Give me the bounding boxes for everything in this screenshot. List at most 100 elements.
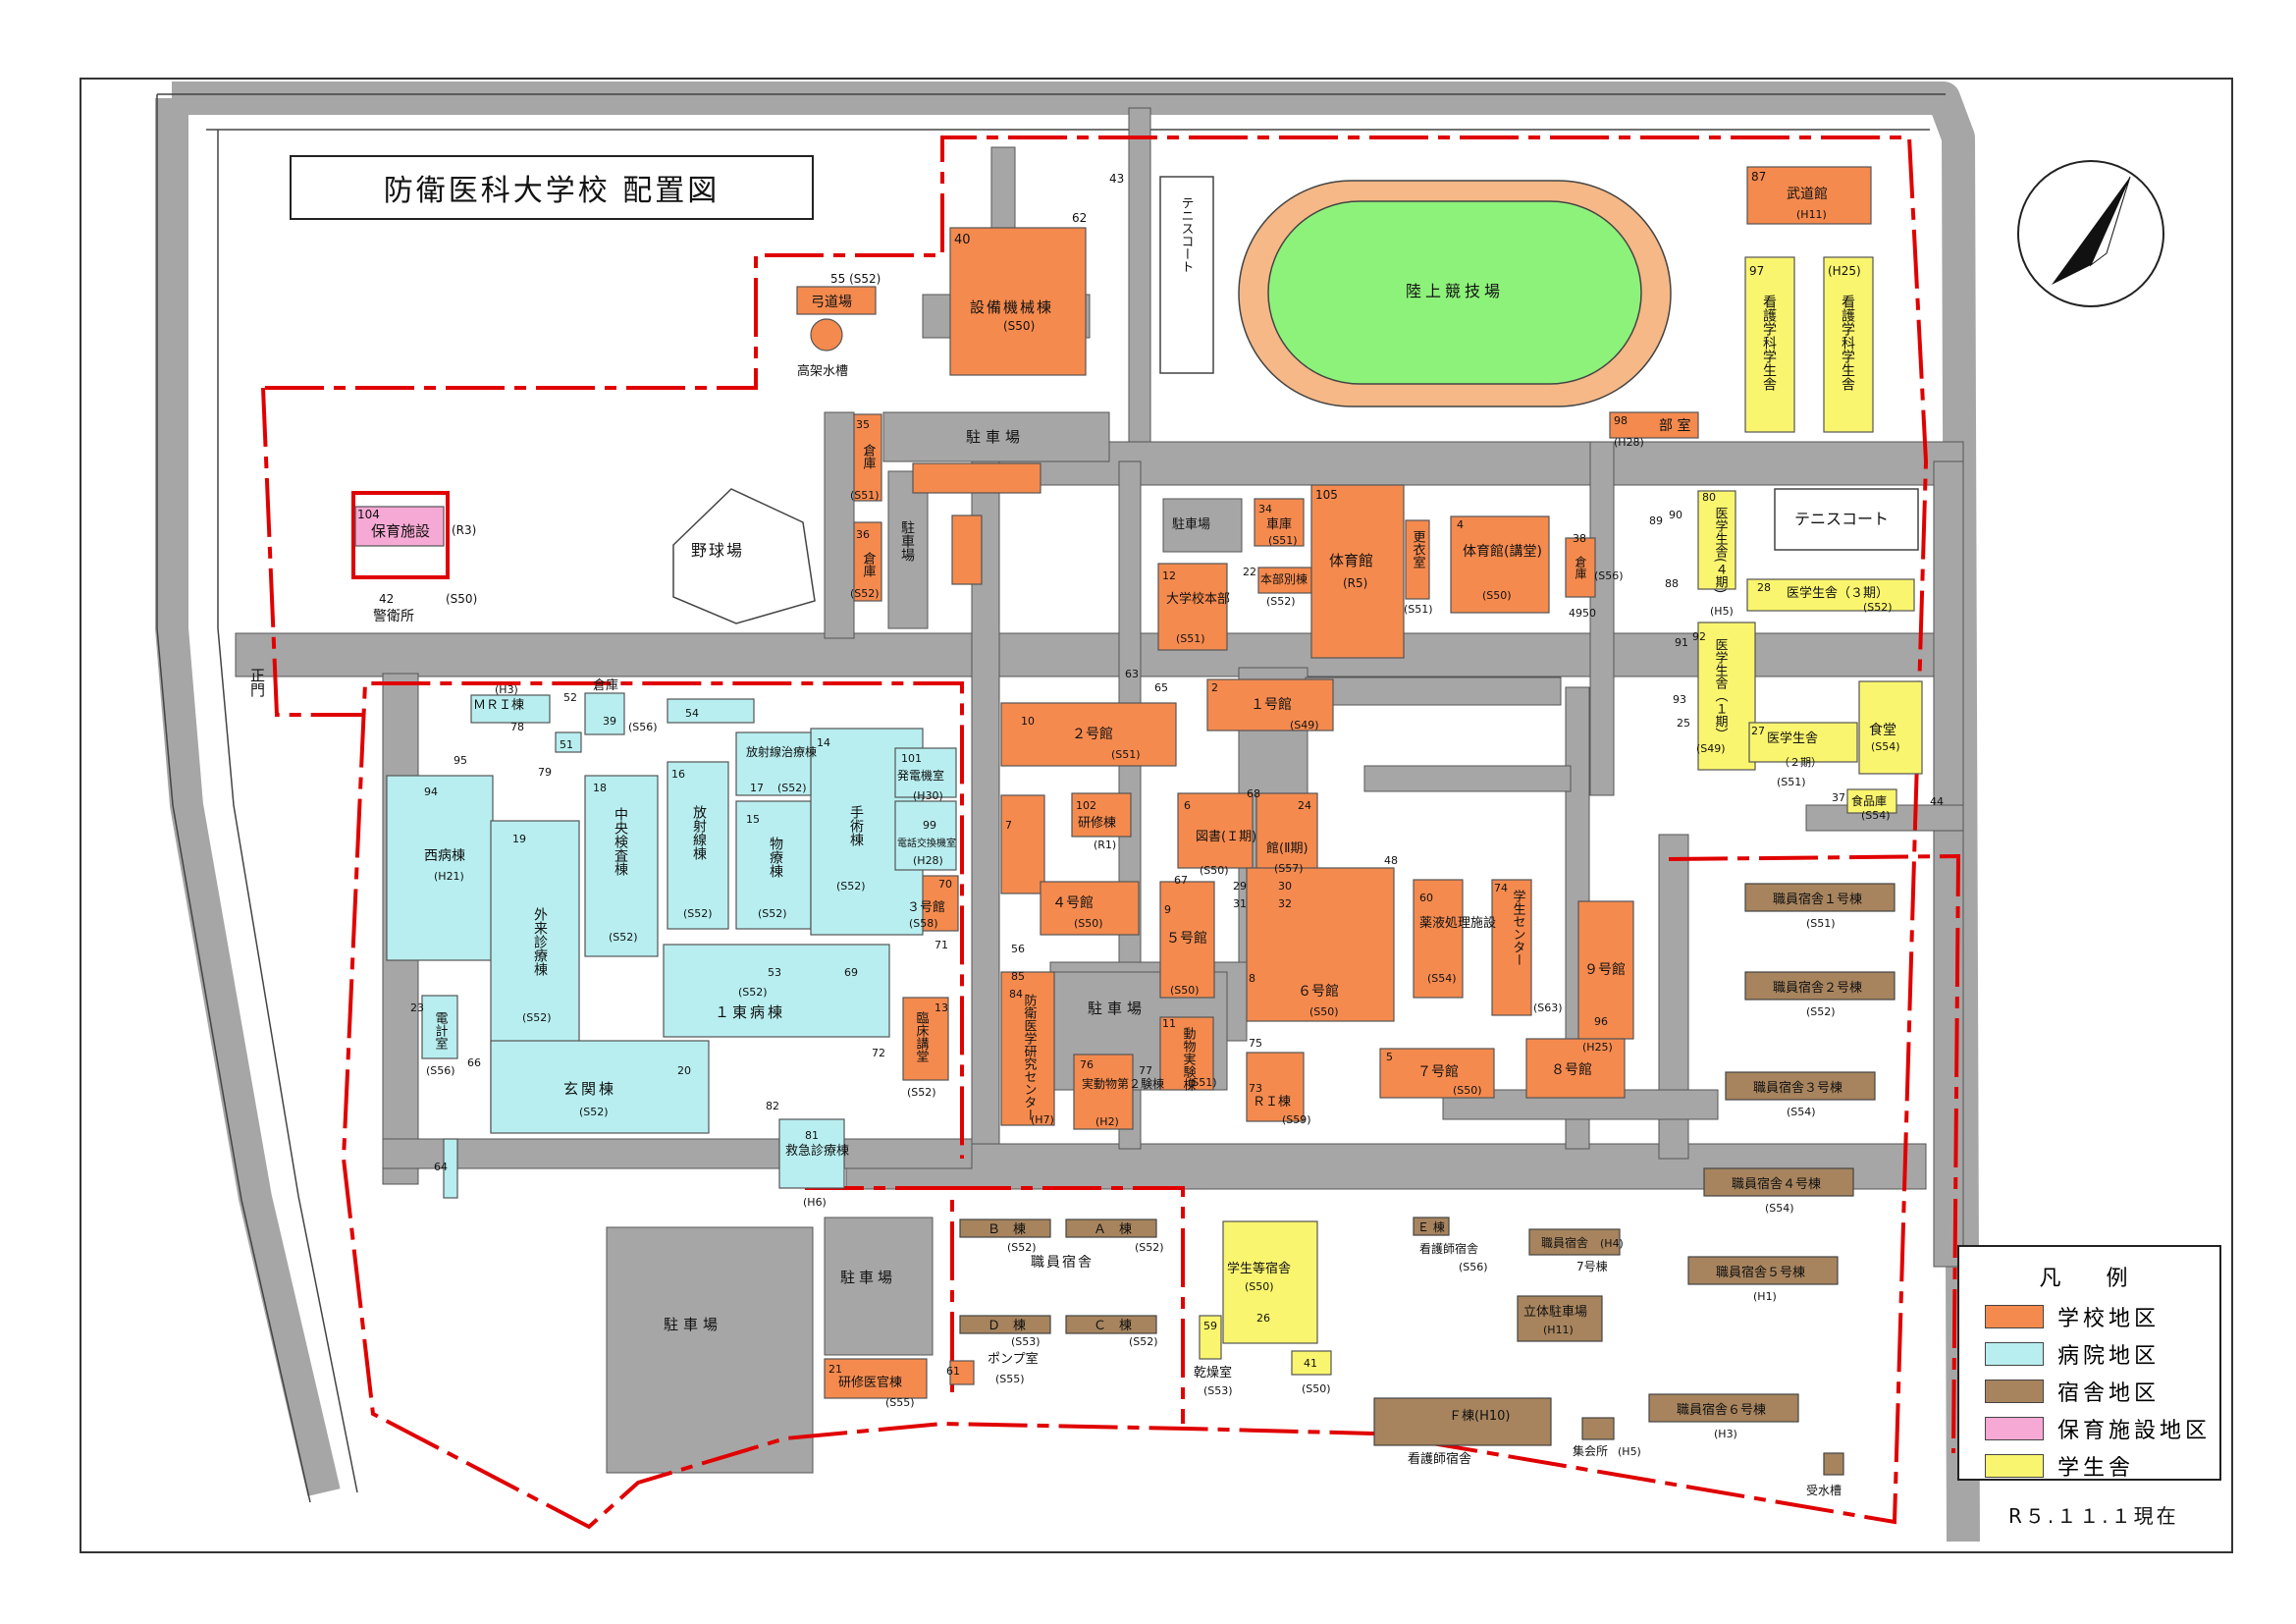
label-kan1-yr: (S49) [1290, 719, 1319, 731]
label-n93: 93 [1673, 693, 1686, 706]
label-s3-yr: (S54) [1787, 1106, 1816, 1118]
school-buildings [796, 166, 1872, 1399]
student-dorms [1199, 256, 1923, 1376]
bldg-soko35 [853, 413, 882, 502]
label-hatsuden-yr: (H30) [913, 789, 943, 802]
label-shujutsu-no: 14 [817, 736, 830, 749]
label-baseball: 野球場 [691, 541, 744, 560]
bldg-gaku1 [1697, 622, 1756, 771]
label-kyudo: 弓道場 [811, 295, 852, 310]
label-parking-s: 駐車場 [664, 1316, 722, 1333]
label-hoiku: 保育施設 [371, 522, 430, 540]
north-arrow-icon [2012, 155, 2169, 312]
label-jikken2-no: 76 [1080, 1058, 1094, 1071]
bldg-41 [1291, 1350, 1332, 1376]
label-gaku1-no: 25 [1677, 717, 1690, 730]
legend-item-student-dorm: 学生舎 [1985, 1451, 2134, 1481]
label-n67: 67 [1174, 874, 1188, 887]
hospital-buildings [386, 692, 957, 1199]
label-kan1-no: 2 [1211, 681, 1218, 694]
label-s6-yr: (H3) [1714, 1428, 1737, 1440]
perimeter-road-edge [156, 93, 1946, 1503]
label-shukaijo: 集会所 [1573, 1443, 1608, 1458]
bldg-yakueki [1413, 879, 1464, 999]
bldg-center [1491, 879, 1532, 1016]
label-boei-no: 84 [1009, 988, 1023, 1001]
label-kango1: 看護学科学生舎 [1761, 295, 1777, 391]
water-tower [810, 318, 843, 352]
label-bushitsu-yr: (H28) [1614, 436, 1644, 449]
bldg-gaku2 [1748, 722, 1858, 763]
tennis-court-north [1159, 176, 1214, 374]
label-rinsho: 臨床講堂 [914, 1011, 930, 1062]
label-kyudo-no: 55 (S52) [830, 272, 881, 286]
bldg-taiikukan [1310, 484, 1405, 659]
legend-title: 凡 例 [2039, 1267, 2140, 1291]
label-n85: 85 [1011, 970, 1025, 983]
label-gairai: 外来診療棟 [532, 907, 548, 976]
legend-item-childcare: 保育施設地区 [1985, 1414, 2211, 1443]
label-n63: 63 [1125, 668, 1139, 680]
label-n43: 43 [1109, 172, 1124, 186]
label-kan3-no: 70 [938, 878, 952, 891]
label-kan6-yr: (S50) [1309, 1005, 1339, 1018]
label-shomon: 正門 [248, 668, 266, 698]
label-kyukyu-no: 81 [805, 1129, 819, 1142]
label-n82: 82 [766, 1100, 779, 1112]
label-taiikukan-yr: (R5) [1343, 576, 1367, 590]
label-kan7: ７号館 [1417, 1063, 1459, 1080]
label-budokan-yr: (H11) [1796, 208, 1827, 221]
tennis-court-east [1774, 488, 1919, 551]
label-genkan-no: 20 [677, 1064, 691, 1077]
label-shukaijo-yr: (H5) [1618, 1445, 1641, 1458]
label-shujutsu-yr: (S52) [836, 880, 866, 893]
label-n92: 92 [1692, 630, 1706, 643]
label-denki-no: 99 [923, 819, 936, 832]
label-kan9: ９号館 [1584, 961, 1626, 978]
label-gaku1: 医学生舎（１期） [1713, 638, 1729, 740]
legend-label-student-dorm: 学生舎 [2057, 1456, 2135, 1481]
label-gaku1-yr: (S49) [1696, 742, 1726, 755]
bldg-soko38 [1565, 537, 1596, 598]
bldg-c [1065, 1315, 1157, 1334]
label-tower: 高架水槽 [797, 363, 848, 379]
bldg-pump [949, 1360, 975, 1385]
parking-north [882, 411, 1110, 462]
label-n91: 91 [1675, 636, 1688, 649]
label-soko35-yr: (S51) [850, 489, 880, 502]
bldg-s6 [1648, 1393, 1799, 1423]
label-gaku2: 医学生舎 [1767, 731, 1818, 746]
label-shokudo-yr: (S54) [1871, 740, 1900, 753]
label-kan2-yr: (S51) [1111, 748, 1141, 761]
label-pump: ポンプ室 [988, 1351, 1039, 1367]
label-kan5: ５号館 [1166, 930, 1207, 947]
label-gaku3-yr: (S52) [1863, 601, 1893, 614]
label-gaku2-no: 27 [1751, 725, 1765, 737]
label-n88: 88 [1665, 577, 1679, 590]
label-kenshu-yr: (R1) [1094, 839, 1116, 851]
bldg-jusui [1823, 1452, 1844, 1476]
label-dobutsu-yr: (S51) [1188, 1076, 1217, 1089]
label-kan9-yr: (H25) [1582, 1041, 1613, 1054]
label-denki-shitsu-no: 23 [410, 1001, 424, 1014]
label-bushitsu: 部 室 [1659, 417, 1690, 434]
label-boei-yr: (H7) [1031, 1113, 1054, 1126]
label-tosho1-no: 6 [1184, 799, 1191, 812]
label-n69: 69 [844, 966, 858, 979]
bldg-s2 [1744, 971, 1896, 1001]
legend-item-hospital: 病院地区 [1985, 1339, 2160, 1369]
label-dobutsu: 動物実験棟 [1181, 1027, 1197, 1091]
label-kan4: ４号館 [1052, 894, 1094, 911]
label-kenshu: 研修棟 [1078, 816, 1116, 831]
label-n53: 53 [768, 966, 781, 979]
label-nishi-yr: (H21) [434, 870, 464, 883]
label-gaku2-yr: (S51) [1777, 776, 1806, 788]
label-soko38-no: 38 [1573, 532, 1586, 545]
label-n78: 78 [510, 721, 524, 733]
label-gaku4-no: 80 [1702, 491, 1716, 504]
label-c-to: Ｃ 棟 [1094, 1319, 1132, 1333]
bldg-hoshasen-chiryo [735, 731, 812, 796]
bldg-north-annex [912, 462, 1041, 494]
label-yakueki-yr: (S54) [1427, 972, 1457, 985]
label-butsuryo: 物療棟 [768, 837, 783, 878]
